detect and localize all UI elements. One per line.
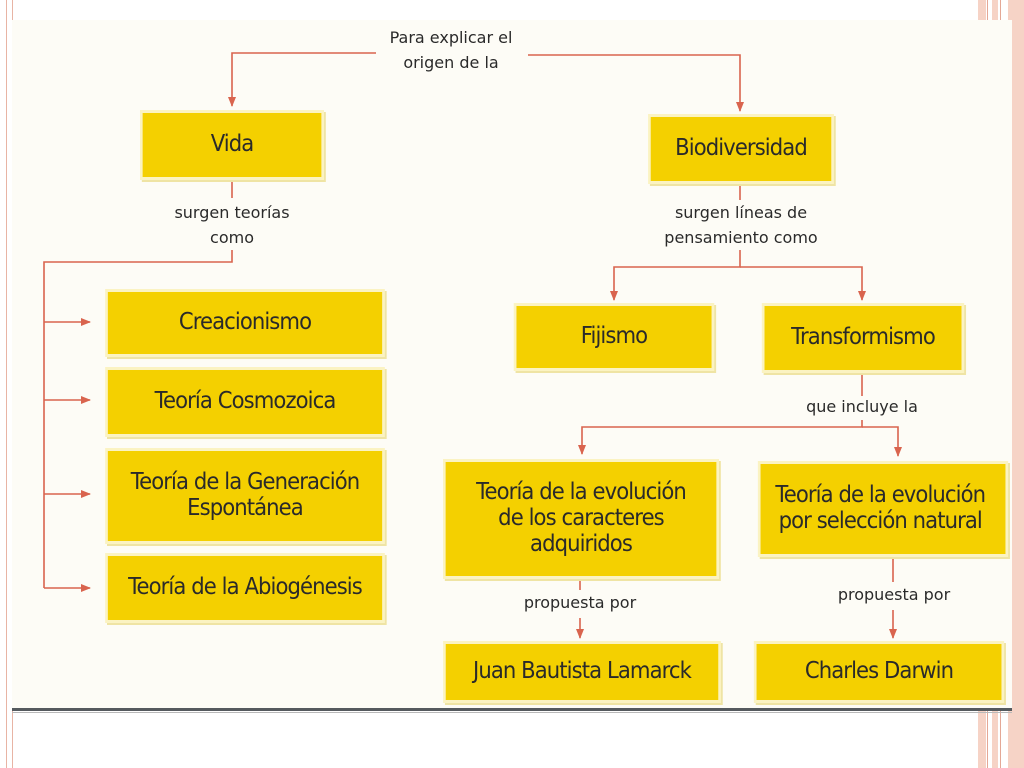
concept-vida: Vida <box>142 113 322 177</box>
link-surgen-lineas: surgen líneas de pensamiento como <box>664 203 818 247</box>
bottom-rule <box>12 708 1012 711</box>
root-label: Para explicar el origen de la <box>389 28 513 72</box>
concept-transformismo: Transformismo <box>764 306 962 370</box>
person-darwin: Charles Darwin <box>756 644 1002 700</box>
person-lamarck: Juan Bautista Lamarck <box>445 644 719 700</box>
link-propuesta-por-lamarck: propuesta por <box>523 593 637 612</box>
arrow-darwin-theory <box>862 426 902 457</box>
arrow-fijismo <box>610 250 741 301</box>
concept-evolucion-caracteres-adquiridos: Teoría de la evolución de los caracteres… <box>445 462 717 576</box>
concept-biodiversidad: Biodiversidad <box>650 117 832 181</box>
link-que-incluye: que incluye la <box>806 397 918 416</box>
concept-abiogenesis: Teoría de la Abiogénesis <box>107 556 383 620</box>
concept-fijismo: Fijismo <box>516 306 712 368</box>
concept-evolucion-seleccion-natural: Teoría de la evolución por selección nat… <box>760 464 1006 554</box>
arrow-root-biodiversidad <box>528 54 744 112</box>
concept-generacion-espontanea: Teoría de la Generación Espontánea <box>107 451 383 541</box>
link-propuesta-por-darwin: propuesta por <box>837 585 951 604</box>
arrow-transformismo <box>740 266 866 301</box>
concept-teoria-cosmozoica: Teoría Cosmozoica <box>107 370 383 434</box>
concept-creacionismo: Creacionismo <box>107 292 383 354</box>
arrow-lamarck-theory <box>578 420 863 455</box>
arrow-root-vida <box>228 52 376 107</box>
link-surgen-teorias: surgen teorías como <box>174 203 290 247</box>
line-vida-theories <box>43 250 233 588</box>
